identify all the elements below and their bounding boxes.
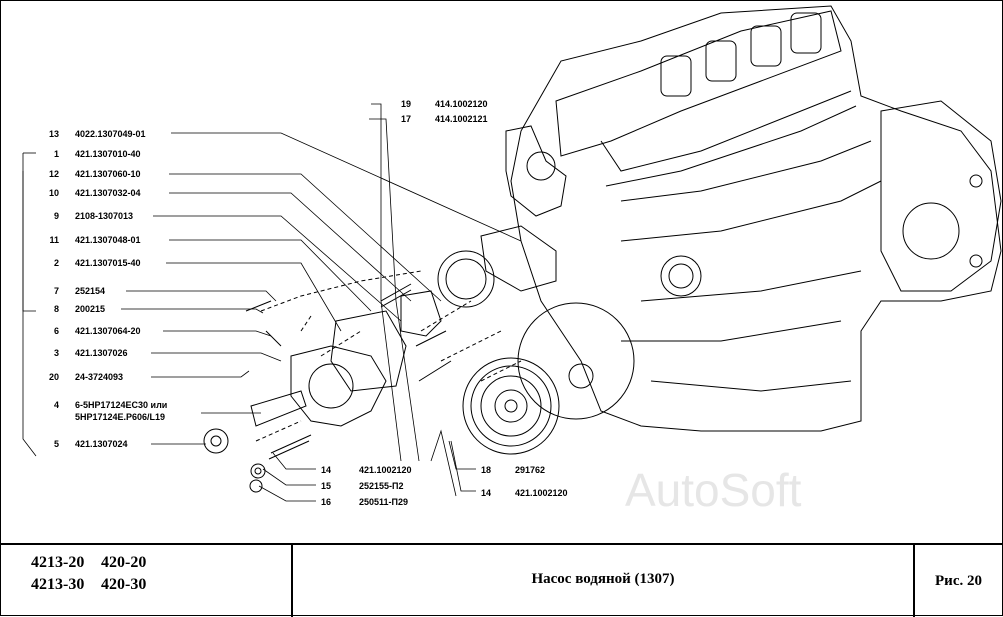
model-code: 4213-30 bbox=[31, 576, 85, 593]
model-list: 4213-20 420-20 4213-30 420-30 bbox=[1, 545, 293, 617]
figure-number: Рис. 20 bbox=[935, 573, 982, 589]
watermark: AutoSoft bbox=[625, 464, 802, 516]
pump-body bbox=[290, 345, 387, 427]
valve-cover bbox=[555, 10, 842, 157]
gasket-13 bbox=[480, 225, 557, 292]
timing-cover bbox=[517, 302, 635, 420]
pump-shaft bbox=[250, 390, 307, 427]
model-code: 420-30 bbox=[101, 576, 147, 593]
pump-hub bbox=[203, 428, 229, 454]
model-code: 420-20 bbox=[101, 554, 147, 571]
model-code: 4213-20 bbox=[31, 554, 85, 571]
pulley-outer bbox=[462, 357, 560, 455]
title-block: 4213-20 420-20 4213-30 420-30 Насос водя… bbox=[1, 543, 1002, 617]
exploded-view-drawing bbox=[22, 5, 1002, 502]
figure-cell: Рис. 20 bbox=[915, 545, 1002, 617]
callout-4-alt-code: 5НР17124Е.Р606/L19 bbox=[75, 412, 166, 422]
bellhousing bbox=[880, 100, 1002, 292]
pump-gasket bbox=[330, 310, 407, 392]
page-title: Насос водяной (1307) bbox=[531, 571, 675, 587]
impeller bbox=[437, 250, 495, 308]
title-cell: Насос водяной (1307) bbox=[293, 545, 915, 617]
engine-block-outline bbox=[510, 5, 1002, 432]
